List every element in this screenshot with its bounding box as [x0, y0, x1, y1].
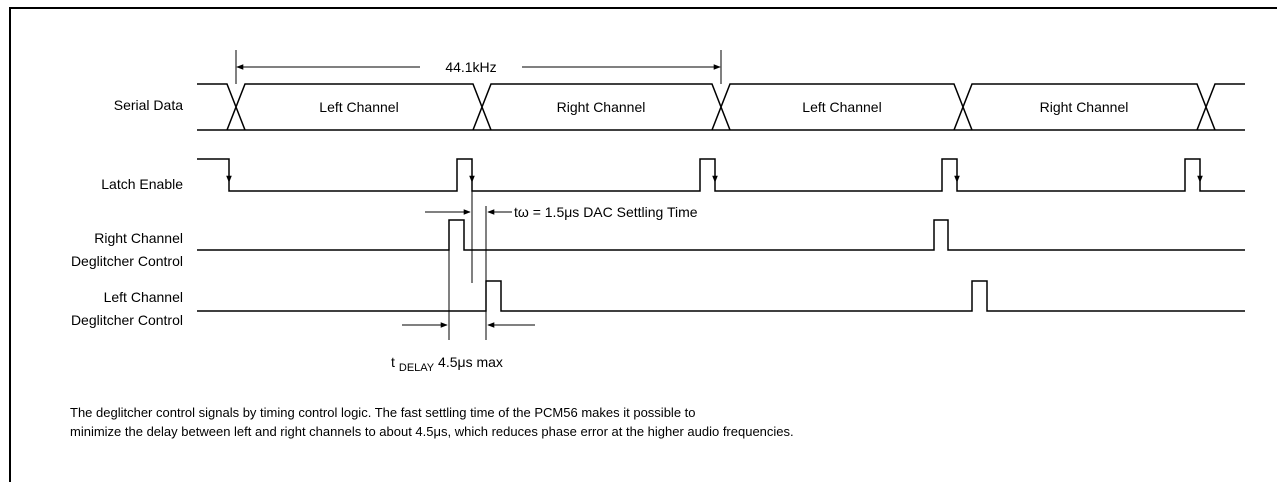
settling-time-label: tω = 1.5μs DAC Settling Time — [514, 204, 698, 220]
frequency-label: 44.1kHz — [445, 59, 496, 75]
latch-enable-waveform — [197, 158, 1245, 192]
signal-label-left-deglitch-line1: Left Channel — [104, 289, 183, 305]
caption-line: minimize the delay between left and righ… — [70, 424, 794, 439]
diagram-frame — [9, 7, 1277, 482]
serial-segment-label: Right Channel — [557, 99, 646, 115]
signal-label-latch-enable: Latch Enable — [101, 176, 183, 192]
left-deglitch-waveform — [197, 280, 1245, 312]
signal-label-right-deglitch-line2: Deglitcher Control — [71, 253, 183, 269]
caption-line: The deglitcher control signals by timing… — [70, 405, 696, 420]
serial-segment-label: Right Channel — [1040, 99, 1129, 115]
serial-segment-label: Left Channel — [319, 99, 398, 115]
signal-label-right-deglitch-line1: Right Channel — [94, 230, 183, 246]
signal-label-left-deglitch-line2: Deglitcher Control — [71, 312, 183, 328]
signal-label-serial-data: Serial Data — [114, 97, 183, 113]
right-deglitch-waveform — [197, 219, 1245, 251]
serial-segment-label: Left Channel — [802, 99, 881, 115]
serial-data-waveform — [197, 83, 1245, 131]
caption: The deglitcher control signals by timing… — [70, 403, 1220, 441]
